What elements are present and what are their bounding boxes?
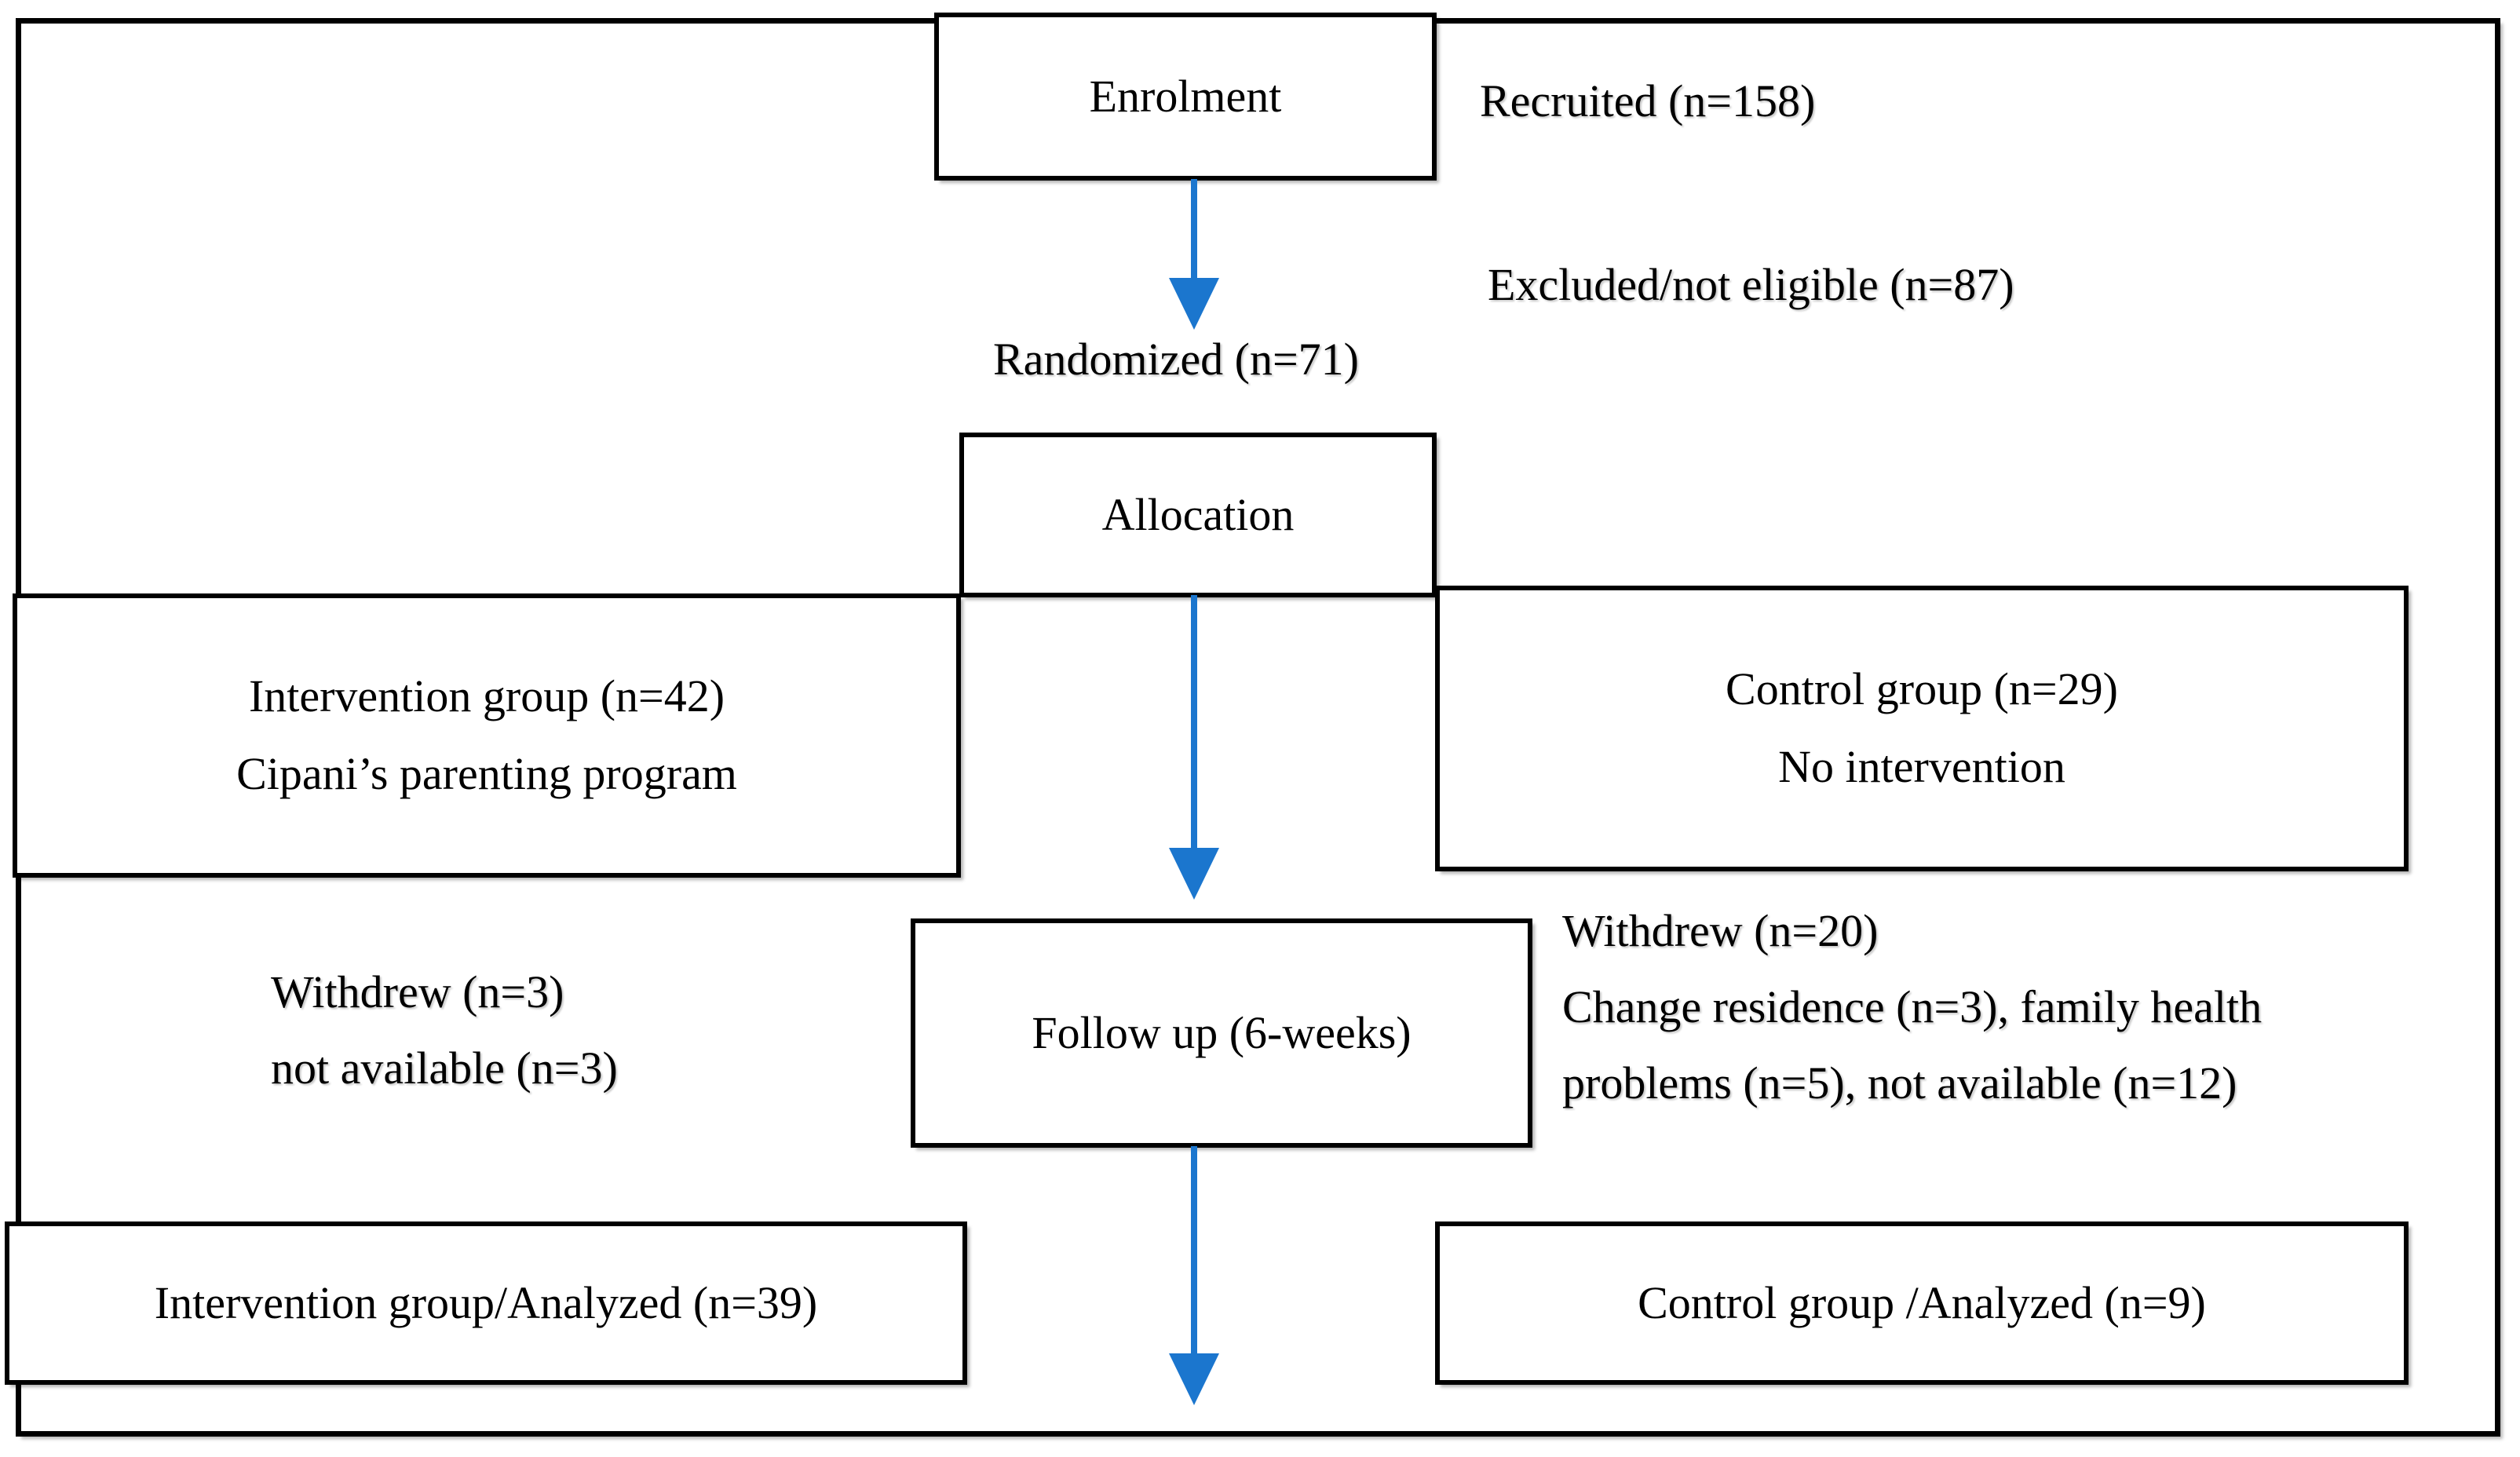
randomized-count-text: Randomized (n=71): [993, 334, 1359, 385]
allocation-stage-box: Allocation: [959, 433, 1437, 597]
arrow-allocation-to-followup: [1169, 595, 1219, 900]
arrow-head-icon: [1169, 848, 1219, 900]
intervention-analyzed-box: Intervention group/Analyzed (n=39): [5, 1221, 967, 1385]
control-group-box: Control group (n=29) No intervention: [1435, 586, 2409, 871]
control-analyzed-box: Control group /Analyzed (n=9): [1435, 1221, 2409, 1385]
intervention-analyzed-label: Intervention group/Analyzed (n=39): [154, 1276, 818, 1328]
allocation-label: Allocation: [1101, 488, 1295, 540]
intervention-group-line2: Cipani’s parenting program: [236, 748, 737, 799]
followup-stage-box: Follow up (6-weeks): [911, 918, 1532, 1148]
arrow-shaft: [1191, 179, 1197, 278]
arrow-shaft: [1191, 1146, 1197, 1353]
arrow-enrolment-to-randomized: [1169, 179, 1219, 330]
followup-label: Follow up (6-weeks): [1032, 1006, 1412, 1058]
control-analyzed-label: Control group /Analyzed (n=9): [1638, 1276, 2206, 1328]
excluded-count-text: Excluded/not eligible (n=87): [1488, 259, 2014, 310]
intervention-losses-text: Withdrew (n=3) not available (n=3): [271, 966, 618, 1094]
arrow-head-icon: [1169, 278, 1219, 330]
intervention-not-available-line: not available (n=3): [271, 1043, 618, 1094]
enrolment-stage-box: Enrolment: [934, 13, 1437, 181]
intervention-group-line1: Intervention group (n=42): [248, 670, 725, 722]
intervention-withdrew-line: Withdrew (n=3): [271, 966, 564, 1017]
enrolment-label: Enrolment: [1089, 70, 1282, 122]
control-group-line2: No intervention: [1778, 741, 2065, 792]
control-withdrew-line: Withdrew (n=20): [1562, 905, 1879, 956]
recruited-count-text: Recruited (n=158): [1480, 75, 1816, 126]
control-group-line1: Control group (n=29): [1726, 663, 2118, 715]
intervention-group-box: Intervention group (n=42) Cipani’s paren…: [13, 593, 961, 878]
arrow-head-icon: [1169, 1353, 1219, 1405]
arrow-followup-to-analysis: [1169, 1146, 1219, 1405]
control-reasons-line1: Change residence (n=3), family health: [1562, 981, 2263, 1032]
control-reasons-line2: problems (n=5), not available (n=12): [1562, 1057, 2237, 1108]
control-losses-text: Withdrew (n=20) Change residence (n=3), …: [1562, 904, 2262, 1109]
arrow-shaft: [1191, 595, 1197, 848]
